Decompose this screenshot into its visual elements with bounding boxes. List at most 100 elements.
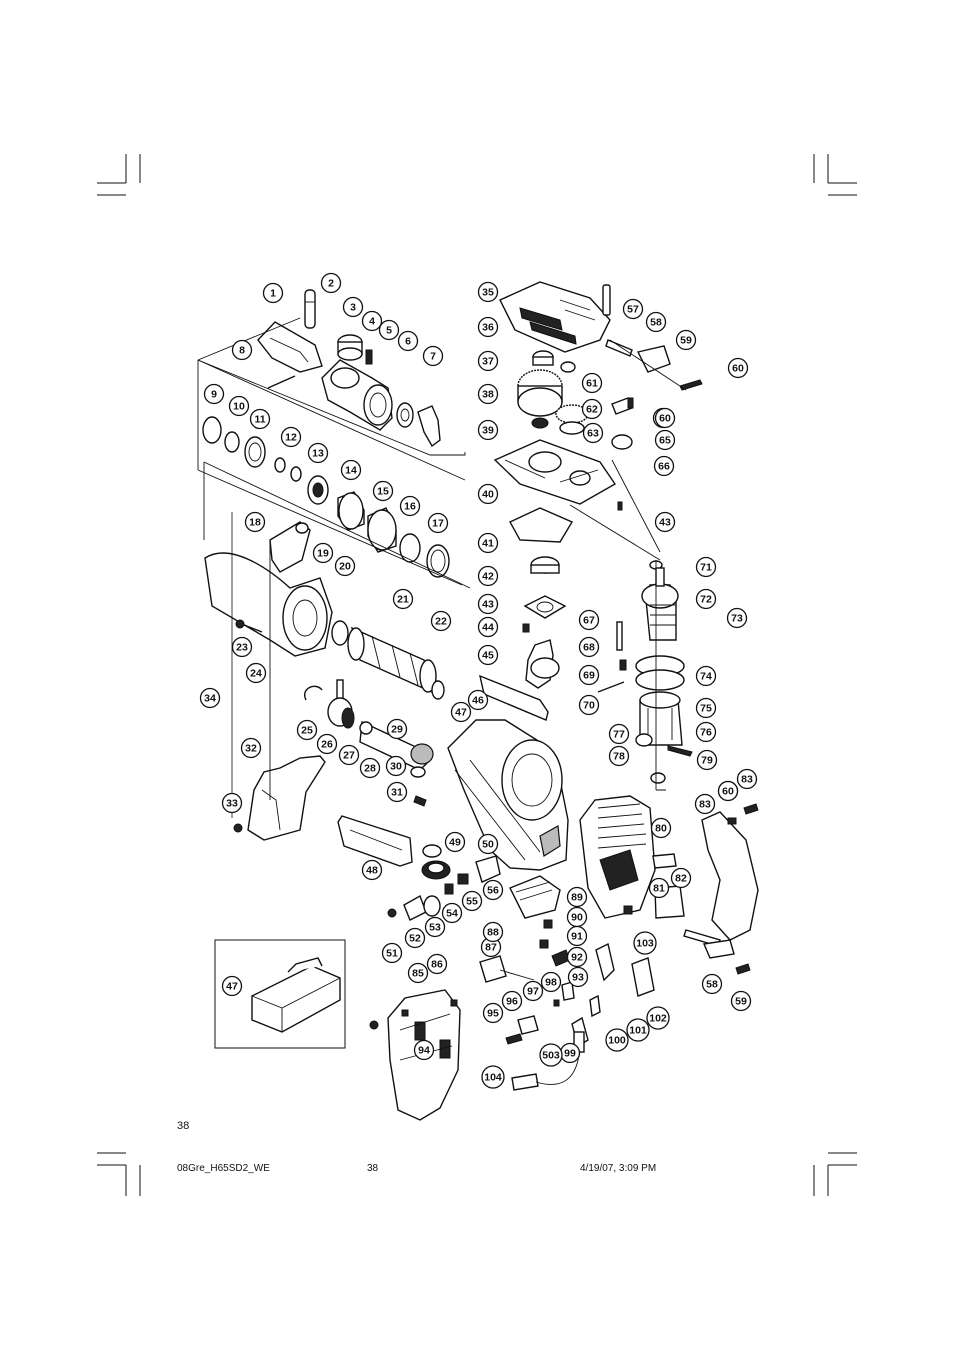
callout-number: 44: [482, 622, 494, 634]
callout-circle: [605, 1028, 629, 1052]
callout-circle: [695, 721, 717, 743]
callout-77: 77: [608, 723, 630, 745]
callout-number: 72: [700, 594, 712, 606]
callout-71: 71: [695, 556, 717, 578]
callout-circle: [334, 555, 356, 577]
callout-circle: [280, 426, 302, 448]
callout-55: 55: [461, 890, 483, 912]
callout-49: 49: [444, 831, 466, 853]
callout-number: 70: [583, 700, 595, 712]
callout-circle: [378, 319, 400, 341]
callout-number: 78: [613, 751, 625, 763]
callout-10: 10: [228, 395, 250, 417]
callout-46: 46: [467, 689, 489, 711]
callout-number: 49: [449, 837, 461, 849]
callout-102: 102: [646, 1006, 670, 1030]
callout-number: 57: [627, 304, 639, 316]
callout-number: 54: [446, 908, 458, 920]
crank-case: [387, 639, 571, 967]
callout-104: 104: [481, 1065, 505, 1089]
callout-circle: [477, 419, 499, 441]
callout-circle: [539, 1043, 563, 1067]
callout-number: 61: [586, 378, 598, 390]
callout-number: 62: [586, 404, 598, 416]
callout-41: 41: [477, 532, 499, 554]
page-number: 38: [177, 1120, 190, 1132]
callout-78: 78: [608, 745, 630, 767]
callout-95: 95: [482, 1002, 504, 1024]
callout-number: 98: [545, 977, 557, 989]
callout-number: 60: [659, 413, 671, 425]
callout-number: 99: [564, 1048, 576, 1060]
callout-74: 74: [695, 665, 717, 687]
callout-circle: [477, 532, 499, 554]
callout-number: 23: [236, 642, 248, 654]
callout-circle: [578, 664, 600, 686]
callout-number: 27: [343, 750, 355, 762]
callout-number: 94: [418, 1045, 430, 1057]
callout-circle: [249, 408, 271, 430]
callout-circle: [477, 383, 499, 405]
callout-5: 5: [378, 319, 400, 341]
callout-circle: [477, 644, 499, 666]
callout-61: 61: [581, 372, 603, 394]
callout-91: 91: [566, 925, 588, 947]
callout-circle: [399, 495, 421, 517]
callout-circle: [608, 745, 630, 767]
callout-number: 38: [482, 389, 494, 401]
callout-47: 47: [221, 975, 243, 997]
callout-number: 5: [386, 325, 392, 337]
callout-67: 67: [578, 609, 600, 631]
callout-76: 76: [695, 721, 717, 743]
callout-circle: [675, 329, 697, 351]
callout-79: 79: [696, 749, 718, 771]
callout-38: 38: [477, 383, 499, 405]
callout-circle: [477, 593, 499, 615]
callout-circle: [262, 282, 284, 304]
callout-circle: [244, 511, 266, 533]
callout-number: 39: [482, 425, 494, 437]
callout-number: 91: [571, 931, 583, 943]
callout-73: 73: [726, 607, 748, 629]
callout-circle: [477, 316, 499, 338]
callout-number: 7: [430, 351, 436, 363]
callout-number: 33: [226, 798, 238, 810]
callout-circle: [566, 925, 588, 947]
callout-48: 48: [361, 859, 383, 881]
callout-number: 92: [571, 952, 583, 964]
callout-number: 103: [636, 938, 654, 950]
callout-circle: [695, 556, 717, 578]
callout-99: 99: [559, 1042, 581, 1064]
callout-number: 18: [249, 517, 261, 529]
callout-number: 4: [369, 316, 375, 328]
callout-number: 15: [377, 486, 389, 498]
footer-timestamp: 4/19/07, 3:09 PM: [580, 1163, 657, 1174]
callout-number: 31: [391, 787, 403, 799]
callout-34: 34: [199, 687, 221, 709]
callout-circle: [646, 1006, 670, 1030]
callout-circle: [231, 636, 253, 658]
callout-labels: 1234567891011121314151617181920212223242…: [199, 272, 758, 1089]
callout-3: 3: [342, 296, 364, 318]
callout-39: 39: [477, 419, 499, 441]
callout-circle: [361, 310, 383, 332]
callout-number: 13: [312, 448, 324, 460]
callout-63: 63: [582, 422, 604, 444]
callout-circle: [404, 927, 426, 949]
callout-number: 88: [487, 927, 499, 939]
callout-circle: [203, 383, 225, 405]
callout-1: 1: [262, 282, 284, 304]
callout-circle: [467, 689, 489, 711]
callout-circle: [566, 886, 588, 908]
callout-28: 28: [359, 757, 381, 779]
callout-53: 53: [424, 916, 446, 938]
callout-circle: [578, 694, 600, 716]
callout-circle: [422, 345, 444, 367]
callout-circle: [397, 330, 419, 352]
callout-94: 94: [413, 1039, 435, 1061]
footer-file-name: 08Gre_H65SD2_WE: [177, 1163, 270, 1174]
callout-number: 2: [328, 278, 334, 290]
callout-11: 11: [249, 408, 271, 430]
callout-number: 76: [700, 727, 712, 739]
